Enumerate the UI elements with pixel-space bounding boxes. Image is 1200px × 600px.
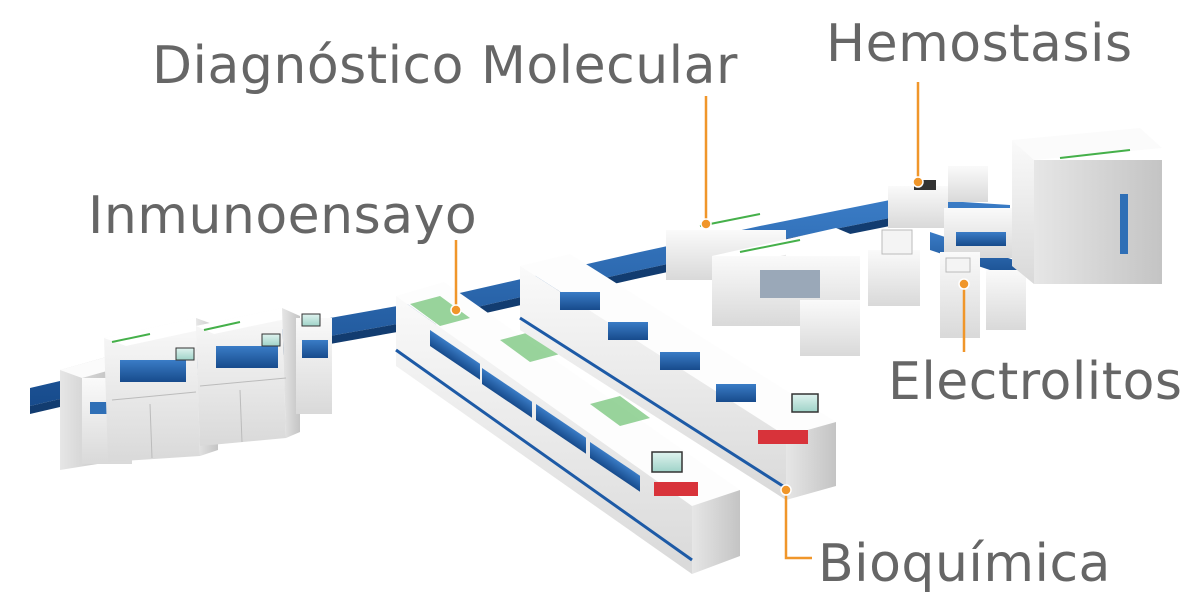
left-analyzer-cluster [60, 308, 332, 470]
immunoassay-line [395, 282, 740, 574]
leader-dots [450, 176, 970, 496]
molecular-modules [666, 206, 860, 356]
leader-dot-immunoassay [450, 304, 462, 316]
label-hemostasis: Hemostasis [826, 14, 1133, 74]
leader-line-biochemistry [784, 490, 812, 560]
biochemistry-line [519, 254, 836, 500]
label-molecular-diagnostics: Diagnóstico Molecular [152, 36, 738, 96]
leader-dot-electrolytes [958, 278, 970, 290]
label-electrolytes: Electrolitos [888, 352, 1183, 412]
leader-lines [454, 82, 966, 560]
leader-dot-molecular [700, 218, 712, 230]
label-immunoassay: Inmunoensayo [88, 186, 478, 246]
label-biochemistry: Bioquímica [818, 534, 1111, 594]
leader-dot-biochemistry [780, 484, 792, 496]
hemostasis-electrolytes-modules [868, 128, 1162, 338]
leader-dot-hemostasis [912, 176, 924, 188]
